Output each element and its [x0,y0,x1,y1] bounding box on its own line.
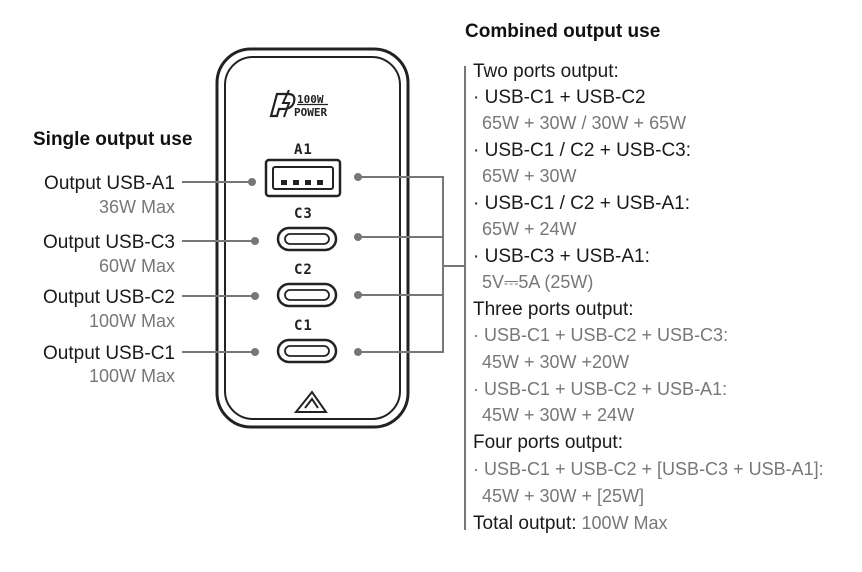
two-value-2: 65W + 30W [482,166,577,186]
usb-c3-port [276,226,338,252]
single-port-max-c2: 100W Max [88,311,175,331]
single-port-label-c3: Output USB-C3 [43,232,175,253]
single-port-label-c1: Output USB-C1 [43,343,175,364]
two-ports-title: Two ports output: [473,61,619,82]
two-value-3: 65W + 24W [482,219,577,239]
two-value-1: 65W + 30W / 30W + 65W [482,113,687,133]
usb-c1-port [276,338,338,364]
single-port-label-a1: Output USB-A1 [44,173,175,194]
two-value-4: 5V⎓5A (25W) [482,272,594,292]
two-combo-2: · USB-C1 / C2 + USB-C3: [473,140,692,161]
four-combo-1: · USB-C1 + USB-C2 + [USB-C3 + USB-A1]: [473,459,824,479]
single-output-heading: Single output use [33,129,193,150]
three-value-1: 45W + 30W +20W [482,352,630,372]
total-output: Total output: 100W Max [473,513,668,535]
total-output-label: Total output: [473,513,577,534]
two-combo-1: · USB-C1 + USB-C2 [473,87,646,108]
two-combo-4: · USB-C3 + USB-A1: [473,246,650,267]
power-logo: 100W POWER [269,89,328,119]
single-port-max-c3: 60W Max [98,256,175,276]
left-leader-lines [182,178,259,356]
total-output-value: 100W Max [576,513,668,533]
three-ports-title: Three ports output: [473,299,634,320]
port-label-a1: A1 [294,142,313,158]
port-label-c2: C2 [294,262,313,278]
single-port-max-c1: 100W Max [88,366,175,386]
three-value-2: 45W + 30W + 24W [482,405,635,425]
single-port-max-a1: 36W Max [98,197,175,217]
brand-triangle-icon [293,390,328,413]
four-value-1: 45W + 30W + [25W] [482,486,645,506]
usb-c2-port [276,282,338,308]
port-label-c1: C1 [294,318,313,334]
svg-text:100W: 100W [297,93,324,106]
svg-text:POWER: POWER [294,106,327,119]
two-combo-3: · USB-C1 / C2 + USB-A1: [473,193,690,214]
three-combo-2: · USB-C1 + USB-C2 + USB-A1: [473,379,728,399]
port-label-c3: C3 [294,206,313,222]
right-connector-lines [354,173,465,356]
three-combo-1: · USB-C1 + USB-C2 + USB-C3: [473,325,729,345]
single-port-label-c2: Output USB-C2 [43,287,175,308]
four-ports-title: Four ports output: [473,432,623,453]
usb-a1-port [264,158,342,198]
combined-output-heading: Combined output use [465,21,661,42]
